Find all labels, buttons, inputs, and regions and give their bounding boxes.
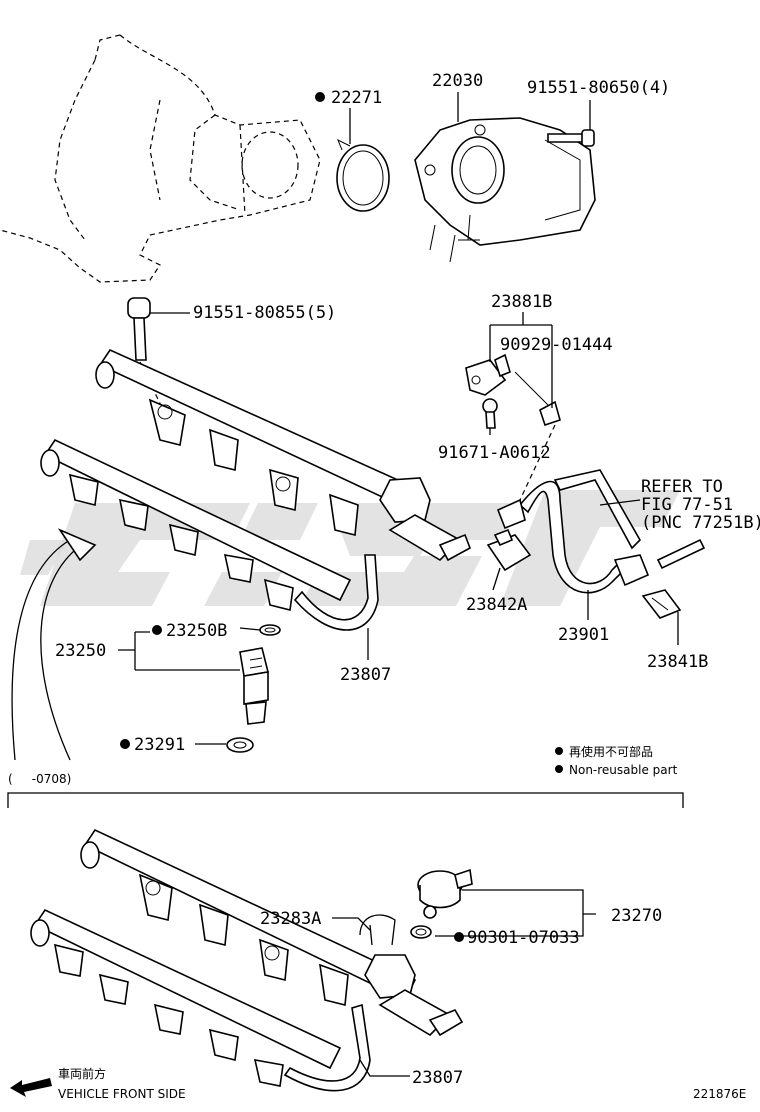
- clip-23283A: [359, 914, 396, 946]
- label-23270: 23270: [611, 906, 662, 926]
- legend-jp: 再使用不可部品: [569, 744, 653, 759]
- label-23250B: 23250B: [166, 621, 227, 641]
- screw-91671: [482, 398, 498, 429]
- fuel-rail-upper-front: [40, 438, 352, 611]
- o-ring-90301: [410, 925, 432, 939]
- pressure-regulator-23270: [417, 868, 473, 919]
- fuel-rail-lower-rear: [80, 828, 417, 1007]
- clip-23842A: [486, 528, 532, 572]
- label-23842A: 23842A: [466, 595, 527, 615]
- section-divider: [7, 792, 684, 808]
- front-arrow-icon: [10, 1078, 52, 1097]
- diagram-id: 221876E: [693, 1087, 746, 1101]
- intake-manifold: [0, 34, 321, 283]
- label-91671-A0612: 91671-A0612: [438, 443, 551, 463]
- legend: 再使用不可部品 Non-reusable part: [569, 744, 678, 777]
- throttle-body: [414, 117, 596, 263]
- label-91551-80855: 91551-80855(5): [193, 303, 336, 323]
- section-label: ( -0708): [8, 772, 71, 786]
- label-23250: 23250: [55, 641, 106, 661]
- label-23881B: 23881B: [491, 292, 552, 312]
- outlet-lower: [364, 954, 464, 1037]
- front-label-en: VEHICLE FRONT SIDE: [58, 1087, 186, 1101]
- reference-arrow: [11, 528, 97, 761]
- fuel-rail-upper-rear: [95, 348, 422, 537]
- vehicle-front: 車両前方 VEHICLE FRONT SIDE: [10, 1066, 186, 1101]
- front-label-jp: 車両前方: [58, 1066, 106, 1081]
- label-23283A: 23283A: [260, 909, 321, 929]
- bolt-91551-80855: [127, 297, 169, 421]
- label-23291: 23291: [134, 735, 185, 755]
- fuel-hose-23901: [496, 469, 650, 594]
- label-22271: 22271: [331, 88, 382, 108]
- fuel-tube-23807-bottom: [283, 1003, 371, 1092]
- label-refer-line3: (PNC 77251B): [641, 513, 760, 533]
- label-91551-80650: 91551-80650(4): [527, 78, 670, 98]
- reference-tube: [656, 538, 706, 570]
- pressure-regulator: [379, 477, 471, 562]
- fuel-rail-lower-front: [30, 908, 342, 1087]
- legend-en: Non-reusable part: [569, 763, 678, 777]
- label-23807-top: 23807: [340, 665, 391, 685]
- bracket-clip: [465, 353, 561, 501]
- label-23807-bottom: 23807: [412, 1068, 463, 1088]
- o-ring-23250B: [259, 624, 281, 636]
- insulator-23291: [226, 737, 254, 753]
- label-refer-line2: FIG 77-51: [641, 495, 733, 515]
- part-labels: 22271 22030 91551-80650(4) 91551-80855(5…: [55, 71, 760, 1088]
- label-90301-07033: 90301-07033: [467, 928, 580, 948]
- clip-23841B: [641, 589, 682, 619]
- gasket-ring: [336, 138, 390, 212]
- leader-lines: [118, 92, 679, 1077]
- fuel-tube-23807-top: [293, 554, 379, 631]
- non-reusable-markers: [120, 92, 563, 942]
- label-23901: 23901: [558, 625, 609, 645]
- bolt-91551-80650: [547, 129, 595, 147]
- label-22030: 22030: [432, 71, 483, 91]
- label-90929-01444: 90929-01444: [500, 335, 613, 355]
- label-refer-line1: REFER TO: [641, 477, 723, 497]
- label-23841B: 23841B: [647, 652, 708, 672]
- injector: [239, 647, 269, 725]
